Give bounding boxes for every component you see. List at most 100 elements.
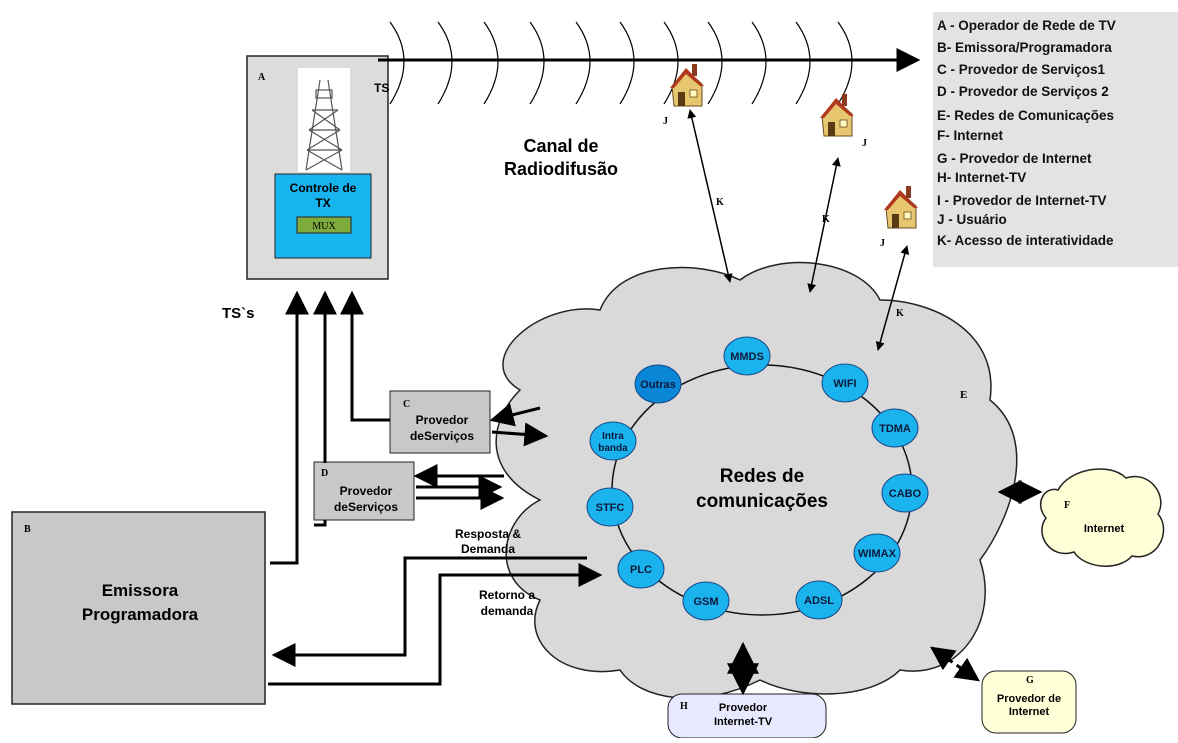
station-letter: A [258,72,266,83]
internet-provider-label-line2: Internet [1009,706,1050,718]
network-node-label: STFC [596,502,625,514]
network-node-label: Intra [602,431,624,442]
radio-wave-arc [619,21,635,105]
network-node: ADSL [795,580,843,620]
legend-item: G - Provedor de Internet [937,151,1092,166]
network-node: MMDS [723,336,771,376]
provider-d-box [313,461,415,521]
broadcaster-box [11,511,266,705]
legend-item: B- Emissora/Programadora [937,40,1112,55]
provider-c-letter: C [403,399,410,410]
network-node-label: CABO [889,488,922,500]
provider-c-arrow-out [489,403,541,427]
legend-item: C - Provedor de Serviços1 [937,62,1106,77]
ts-arrow-broadcaster [270,290,309,565]
network-node-label: WIMAX [858,548,897,560]
internet-tv-label-line1: Provedor [719,702,768,714]
internet-tv-letter: H [680,701,688,712]
provider-d-label-line2: deServiços [334,500,398,514]
provider-c-label-line2: deServiços [410,429,474,443]
legend-item: K- Acesso de interatividade [937,233,1114,248]
radio-wave-arc [707,21,723,105]
access-arrow-1 [687,109,733,283]
radio-wave-arc [389,21,405,105]
network-node: WIMAX [853,533,901,573]
return-label-line1: Retorno a [479,588,535,602]
network-title-line2: comunicações [696,491,828,512]
broadcaster-label-line1: Emissora [102,581,179,600]
network-node-label: WIFI [833,378,856,390]
mux-label: MUX [312,221,336,232]
radio-wave-arc [529,21,545,105]
response-label-line1: Resposta & [455,527,521,541]
radio-waves [389,21,853,105]
broadcaster-letter: B [24,524,31,535]
network-node-label: PLC [630,564,652,576]
access-arrow-3 [875,245,910,351]
network-node: WIFI [821,363,869,403]
user-letter: J [880,238,885,249]
network-node-label: GSM [693,596,718,608]
access-letter-1: K [716,197,724,208]
provider-d-letter: D [321,468,328,479]
internet-tv-label-line2: Internet-TV [714,716,773,728]
response-demand-arrow [271,556,587,667]
provider-d-label-line1: Provedor [340,484,393,498]
radio-wave-arc [751,21,767,105]
ts-arrow-provider-d-left [314,520,327,527]
legend-item: E- Redes de Comunicações [937,108,1115,123]
legend-item: A - Operador de Rede de TV [937,18,1116,33]
mux-box [296,216,352,234]
response-label-line2: Demanda [461,542,515,556]
tx-control-box [274,173,372,259]
return-label-line2: demanda [481,604,534,618]
return-demand-arrow [268,563,603,686]
access-letter-2: K [822,214,830,225]
radio-wave-arc [437,21,453,105]
internet-letter: F [1064,500,1070,511]
provider-c-arrow-in [491,422,549,447]
ts-arrow-provider-c [340,290,390,422]
access-arrow-2 [807,157,841,293]
channel-label-line2: Radiodifusão [504,159,618,179]
network-node: TDMA [871,408,919,448]
station-ts-label: TS [374,81,389,95]
network-node-label: Outras [640,379,675,391]
radio-wave-arc [837,21,853,105]
legend-item: J - Usuário [937,212,1007,227]
broadcaster-label-line2: Programadora [82,605,199,624]
radio-wave-arc [483,21,499,105]
radio-wave-arc [795,21,811,105]
internet-provider-arrow [930,646,980,682]
legend-item: D - Provedor de Serviços 2 [937,84,1109,99]
user-house-icon [670,64,704,107]
network-title-line1: Redes de [720,466,804,487]
radio-wave-arc [575,21,591,105]
network-node: PLC [617,549,665,589]
radio-wave-arc [663,21,679,105]
internet-provider-box [981,670,1077,734]
user-letter: J [663,116,668,127]
network-node: Outras [634,364,682,404]
legend-item: H- Internet-TV [937,170,1027,185]
access-letter-3: K [896,308,904,319]
network-node: STFC [586,487,634,527]
user-letter: J [862,138,867,149]
network-node: CABO [881,473,929,513]
ts-streams-label: TS`s [222,305,255,322]
legend-item: F- Internet [937,128,1003,143]
provider-c-label-line1: Provedor [416,413,469,427]
legend-item: I - Provedor de Internet-TV [937,193,1107,208]
tx-control-label-line1: Controle de [290,181,357,195]
internet-provider-letter: G [1026,675,1034,686]
network-node-label: banda [598,443,628,454]
network-letter: E [960,389,967,401]
transmission-tower-icon [298,68,350,172]
network-node-label: ADSL [804,595,834,607]
legend-panel [933,12,1178,267]
internet-label: Internet [1084,523,1125,535]
user-house-icon [884,186,918,229]
